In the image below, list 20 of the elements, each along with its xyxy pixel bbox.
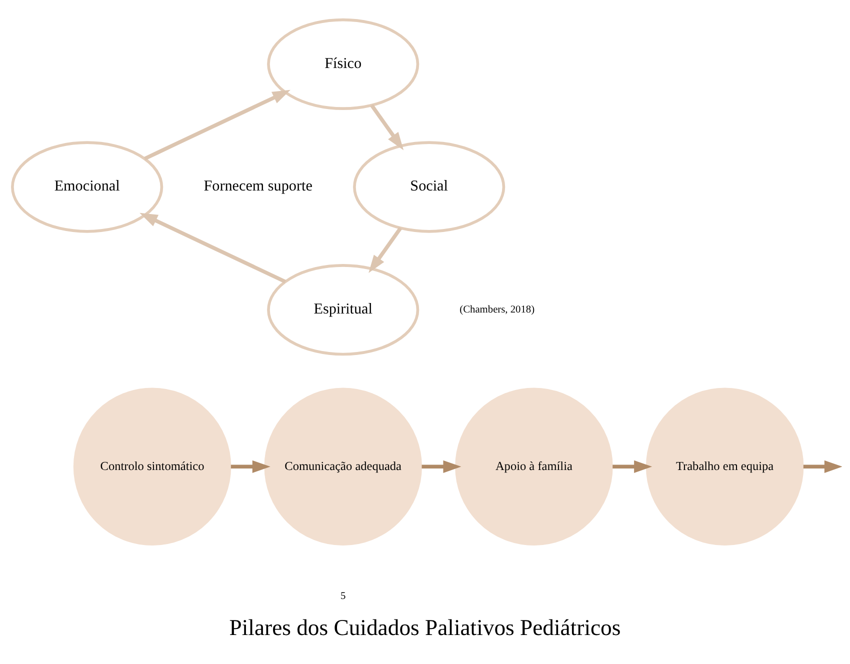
arrow (144, 89, 290, 160)
node-circle: Controlo sintomático (73, 387, 232, 546)
arrow (140, 212, 286, 283)
node-ellipse: Físico (267, 18, 420, 110)
node-circle: Comunicação adequada (264, 387, 422, 546)
node-circle: Apoio à família (455, 387, 613, 546)
node-ellipse: Emocional (11, 140, 164, 232)
label: Fornecem suporte (204, 178, 312, 194)
arrow (230, 460, 270, 472)
label: (Chambers, 2018) (460, 304, 535, 315)
arrow (612, 460, 652, 472)
arrow (803, 460, 842, 472)
arrow (368, 226, 402, 273)
arrow (422, 460, 462, 472)
arrow (370, 104, 404, 150)
node-ellipse: Espiritual (267, 264, 420, 356)
diagram-title: Pilares dos Cuidados Paliativos Pediátricos (229, 614, 621, 640)
label: 5 (340, 590, 346, 602)
node-ellipse: Social (353, 140, 506, 232)
node-circle: Trabalho em equipa (646, 387, 804, 546)
